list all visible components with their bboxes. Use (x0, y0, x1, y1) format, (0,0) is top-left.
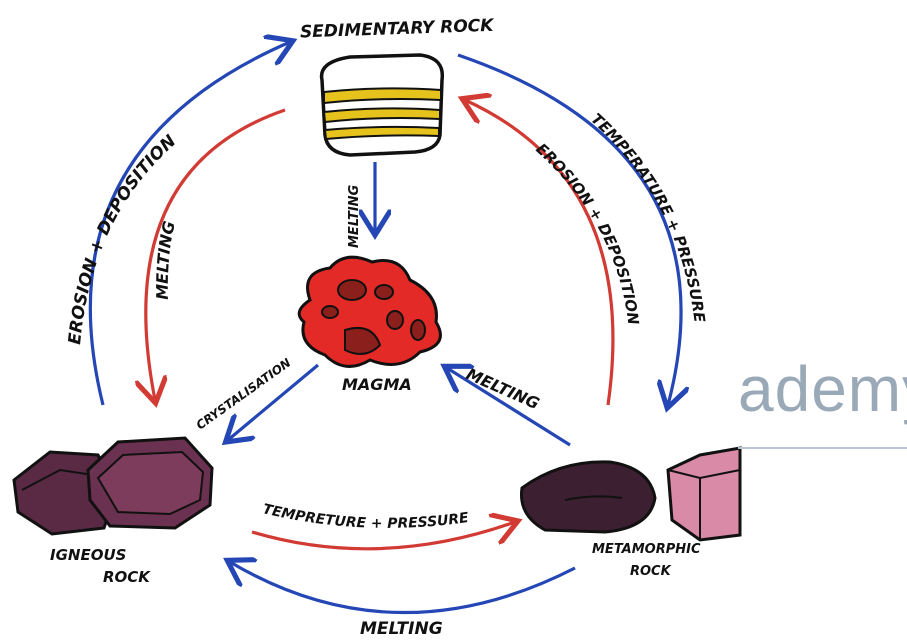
label-erosion-deposition-right: EROSION + DEPOSITION (532, 140, 642, 327)
label-melting-bottom: MELTING (360, 619, 443, 639)
sedimentary-rock-label: SEDIMENTARY ROCK (300, 16, 496, 43)
watermark-text: ademy (738, 352, 907, 426)
label-temperature-pressure-bottom: TEMPRETURE + PRESSURE (261, 501, 470, 532)
arrow-erosion-deposition-right (465, 100, 613, 405)
label-melting-center: MELTING (347, 184, 362, 248)
igneous-rock-illustration (14, 438, 212, 534)
igneous-rock-label-line1: IGNEOUS (50, 546, 126, 564)
label-crystallisation: CRYSTALISATION (194, 356, 294, 433)
arrow-melting-bottom (230, 562, 575, 613)
magma-label: MAGMA (342, 375, 412, 394)
sedimentary-rock-illustration (322, 55, 443, 155)
watermark-underline (738, 447, 907, 449)
metamorphic-rock-label-line2: ROCK (630, 564, 672, 579)
magma-illustration (299, 257, 440, 366)
arrow-temperature-pressure-right (458, 55, 681, 405)
metamorphic-rock-illustration (521, 448, 740, 540)
metamorphic-rock-label-line1: METAMORPHIC (592, 542, 701, 557)
arrow-erosion-deposition-left (90, 42, 290, 405)
label-melting-meta-to-magma: MELTING (463, 364, 542, 413)
igneous-rock-label-line2: ROCK (103, 568, 151, 586)
